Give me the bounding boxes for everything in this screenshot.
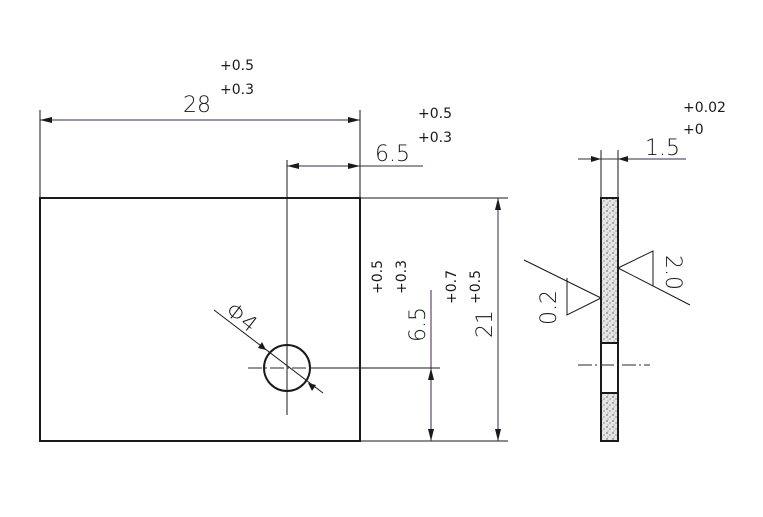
side-section-lower [600,392,619,442]
dimension-hole-offset-x: 6.5 +0.5 +0.3 [287,106,452,169]
side-hole-gap [600,342,619,394]
hole-diameter-label: Φ4 [220,298,261,338]
plate-outline [39,197,361,442]
dimension-height: 21 +0.7 +0.5 [360,197,508,441]
offset-y-lower-tol: +0.3 [394,260,410,294]
offset-x-upper-tol: +0.5 [418,106,452,122]
arrow-offset-x-left [287,163,299,169]
roughness-right-value: 2.0 [660,255,685,290]
height-nominal: 21 [473,310,498,338]
offset-y-nominal: 6.5 [406,307,431,342]
offset-x-nominal: 6.5 [375,142,410,167]
roughness-symbol-right: 2.0 [617,250,691,306]
arrow-offset-x-right [348,163,360,169]
height-upper-tol: +0.7 [444,270,460,304]
offset-x-lower-tol: +0.3 [418,130,452,146]
width-lower-tol: +0.3 [220,82,254,98]
roughness-left-value: 0.2 [537,290,562,325]
arrow-offset-y-bottom [428,429,434,441]
side-section-upper [600,197,619,344]
offset-y-upper-tol: +0.5 [370,260,386,294]
width-nominal: 28 [183,93,211,118]
dimension-hole-offset-y: 6.5 +0.5 +0.3 [310,260,508,442]
arrow-width-left [40,117,52,123]
diameter-arrow-upper [258,342,266,350]
arrow-width-right [348,117,360,123]
arrow-height-bottom [495,429,501,441]
arrow-thickness-right [618,156,628,162]
thickness-upper-tol: +0.02 [683,100,726,116]
front-view: Φ4 [39,160,361,442]
diameter-arrow-lower [308,383,316,391]
thickness-lower-tol: +0 [683,122,704,138]
diameter-leader [213,309,324,394]
dimension-width: 28 +0.5 +0.3 [39,58,361,198]
side-view: 1.5 +0.02 +0 0.2 2.0 [523,100,726,442]
roughness-symbol-left: 0.2 [523,259,602,325]
thickness-nominal: 1.5 [645,136,680,161]
arrow-height-top [495,198,501,210]
width-upper-tol: +0.5 [220,58,254,74]
height-lower-tol: +0.5 [468,270,484,304]
arrow-offset-y-top [428,368,434,380]
arrow-thickness-left [591,156,601,162]
